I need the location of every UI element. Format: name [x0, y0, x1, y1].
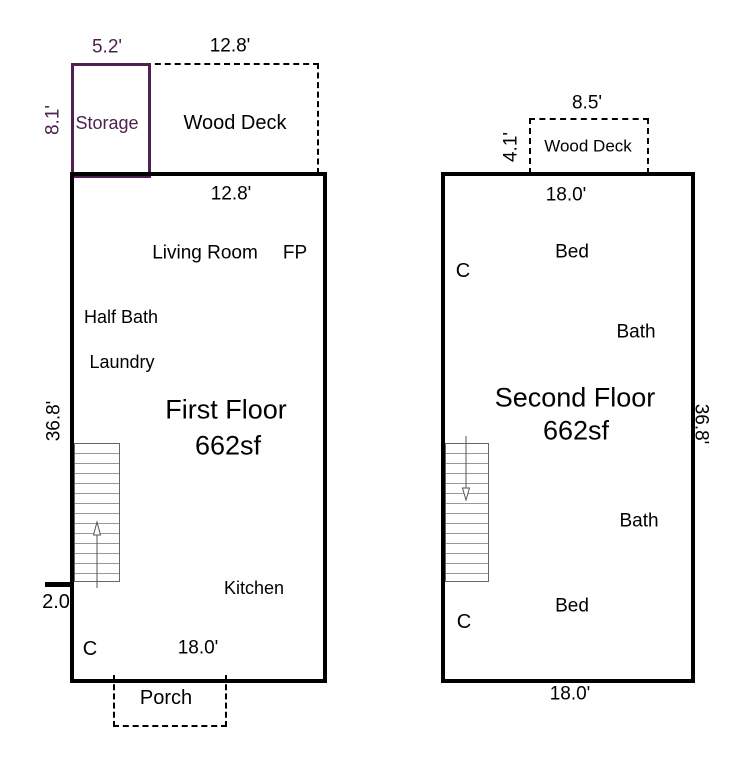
storage-room-outline [71, 63, 151, 178]
first-floor-title: First Floor [165, 394, 287, 425]
second-floor-wood-deck-outline [529, 118, 649, 174]
dim-deck2-width: 8.5' [571, 92, 603, 114]
room-label-wood-deck-2: Wood Deck [544, 136, 632, 156]
room-label-closet-1: C [82, 638, 98, 660]
room-label-bath-lower: Bath [619, 510, 659, 532]
room-label-bed-lower: Bed [555, 595, 589, 617]
room-label-laundry: Laundry [89, 352, 155, 372]
room-label-kitchen: Kitchen [223, 578, 285, 598]
stairs-up-arrow-icon [92, 520, 102, 588]
room-label-living-room: Living Room [152, 242, 258, 264]
room-label-bath-upper: Bath [616, 321, 656, 343]
room-label-closet-lower: C [456, 611, 472, 633]
room-label-closet-upper: C [455, 260, 471, 282]
dim-notch: 2.0 [42, 591, 70, 613]
dim-storage-width: 5.2' [91, 36, 123, 58]
dim-deck2-height: 4.1' [500, 131, 522, 163]
first-floor-wall-outline [70, 172, 327, 683]
second-floor-wall-outline [441, 172, 695, 683]
room-label-half-bath: Half Bath [83, 307, 159, 327]
room-label-porch: Porch [139, 687, 193, 709]
dim-first-floor-bottom: 18.0' [177, 637, 219, 659]
dim-second-floor-top: 18.0' [545, 184, 587, 206]
second-floor-area: 662sf [542, 415, 610, 446]
dim-first-floor-side: 36.8' [43, 400, 65, 442]
second-floor-stairs [445, 443, 489, 582]
room-label-storage: Storage [75, 113, 139, 133]
dim-first-floor-top: 12.8' [210, 183, 252, 205]
room-label-fireplace: FP [282, 242, 308, 264]
room-label-wood-deck-1: Wood Deck [183, 112, 287, 134]
first-floor-area: 662sf [194, 430, 262, 461]
wall-notch-tick [45, 582, 71, 587]
dim-second-floor-side: 36.8' [690, 403, 712, 445]
second-floor-title: Second Floor [494, 382, 656, 413]
dim-storage-height: 8.1' [42, 104, 64, 136]
first-floor-wood-deck-outline [145, 63, 319, 174]
dim-second-floor-bottom: 18.0' [549, 683, 591, 705]
room-label-bed-upper: Bed [555, 241, 589, 263]
porch-outline [113, 675, 227, 727]
dim-deck-width: 12.8' [209, 35, 251, 57]
stairs-down-arrow-icon [461, 436, 471, 502]
